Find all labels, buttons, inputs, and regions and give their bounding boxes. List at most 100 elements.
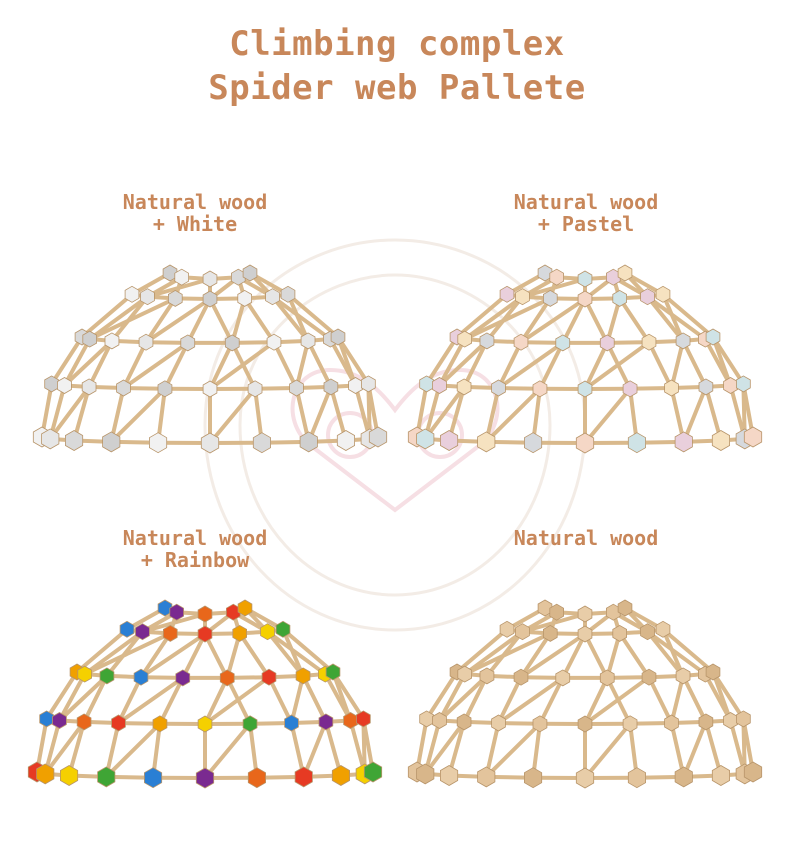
- wood-rod: [270, 294, 333, 342]
- wood-rod: [43, 719, 87, 776]
- wood-rod: [294, 338, 311, 391]
- wood-rod: [301, 719, 328, 779]
- connector-hub: [252, 432, 272, 454]
- wood-rod: [645, 294, 708, 342]
- connector-hub: [577, 625, 593, 643]
- wood-rod: [519, 632, 587, 680]
- variant-label-rainbow-line-1: Natural wood: [122, 526, 268, 550]
- wood-rod: [104, 721, 162, 779]
- connector-hub: [363, 761, 383, 783]
- wood-rod: [583, 297, 610, 345]
- wood-rod: [605, 340, 633, 391]
- connector-hub: [77, 665, 92, 683]
- wood-rod: [280, 627, 335, 674]
- wood-rod: [484, 294, 525, 343]
- wood-rod: [660, 627, 715, 674]
- connector-hub: [627, 432, 647, 454]
- wood-rod: [49, 335, 84, 386]
- connector-hub: [542, 624, 558, 642]
- connector-hub: [456, 713, 472, 731]
- connector-hub: [275, 620, 291, 638]
- dome-rainbow: [27, 599, 383, 789]
- connector-hub: [612, 624, 628, 642]
- wood-rod: [519, 296, 553, 345]
- connector-hub: [157, 380, 173, 398]
- connector-hub: [416, 428, 435, 450]
- wood-rod: [162, 340, 190, 391]
- connector-hub: [36, 763, 55, 785]
- variant-label-pastel: Natural wood + Pastel: [416, 191, 756, 235]
- wood-rod: [645, 629, 708, 677]
- wood-rod: [82, 629, 145, 677]
- connector-hub: [655, 620, 671, 638]
- wood-rod: [62, 337, 92, 388]
- wood-rod: [647, 340, 674, 391]
- wood-rod: [139, 631, 173, 680]
- connector-hub: [39, 710, 55, 728]
- connector-hub: [735, 375, 751, 393]
- connector-hub: [144, 767, 163, 789]
- connector-hub: [664, 714, 679, 732]
- wood-rod: [62, 338, 114, 388]
- connector-hub: [242, 715, 258, 733]
- wood-rod: [583, 721, 633, 780]
- wood-rod: [306, 338, 333, 389]
- connector-hub: [577, 270, 593, 288]
- connector-hub: [116, 379, 131, 397]
- connector-hub: [261, 668, 277, 686]
- connector-hub: [456, 378, 472, 396]
- wood-rod: [617, 296, 651, 345]
- wood-rod: [462, 338, 489, 389]
- wood-rod: [80, 292, 135, 339]
- wood-rod: [57, 673, 109, 723]
- connector-hub: [167, 289, 183, 307]
- connector-hub: [477, 766, 496, 788]
- connector-hub: [162, 264, 178, 282]
- wood-rod: [237, 631, 271, 680]
- connector-hub: [735, 710, 751, 728]
- connector-hub: [140, 288, 155, 306]
- connector-hub: [152, 715, 168, 733]
- connector-hub: [138, 333, 154, 351]
- wood-rod: [265, 629, 306, 678]
- connector-hub: [169, 603, 185, 621]
- connector-hub: [284, 714, 299, 732]
- variant-label-pastel-line-1: Natural wood: [513, 190, 659, 214]
- connector-hub: [135, 623, 150, 641]
- connector-hub: [675, 667, 691, 685]
- connector-hub: [617, 264, 633, 282]
- wood-rod: [462, 629, 525, 677]
- connector-hub: [555, 334, 571, 352]
- connector-hub: [491, 379, 506, 397]
- dome-white: [32, 264, 388, 454]
- connector-hub: [197, 625, 213, 643]
- connector-hub: [457, 665, 472, 683]
- wood-rod: [144, 297, 212, 345]
- connector-hub: [515, 288, 530, 306]
- wood-rod: [617, 631, 651, 680]
- connector-hub: [627, 767, 647, 789]
- wood-rod: [437, 337, 467, 388]
- page-title-line-1: Climbing complex: [229, 24, 565, 64]
- wood-rod: [462, 294, 525, 342]
- variant-label-white: Natural wood + White: [25, 191, 365, 235]
- dome-natural: [407, 599, 763, 789]
- wood-rod: [121, 340, 148, 391]
- connector-hub: [318, 713, 334, 731]
- connector-hub: [149, 432, 168, 454]
- wood-rod: [462, 631, 553, 677]
- wood-rod: [669, 338, 686, 391]
- connector-hub: [524, 767, 543, 789]
- wood-rod: [57, 672, 87, 723]
- connector-hub: [174, 268, 190, 286]
- connector-hub: [577, 715, 593, 733]
- wood-rod: [681, 673, 708, 724]
- wood-rod: [203, 721, 253, 780]
- wood-rod: [301, 673, 328, 724]
- wood-rod: [645, 294, 686, 343]
- connector-hub: [419, 710, 435, 728]
- connector-hub: [331, 765, 351, 786]
- wood-rod: [116, 675, 143, 726]
- connector-hub: [577, 605, 593, 623]
- variant-label-rainbow: Natural wood + Rainbow: [25, 527, 365, 571]
